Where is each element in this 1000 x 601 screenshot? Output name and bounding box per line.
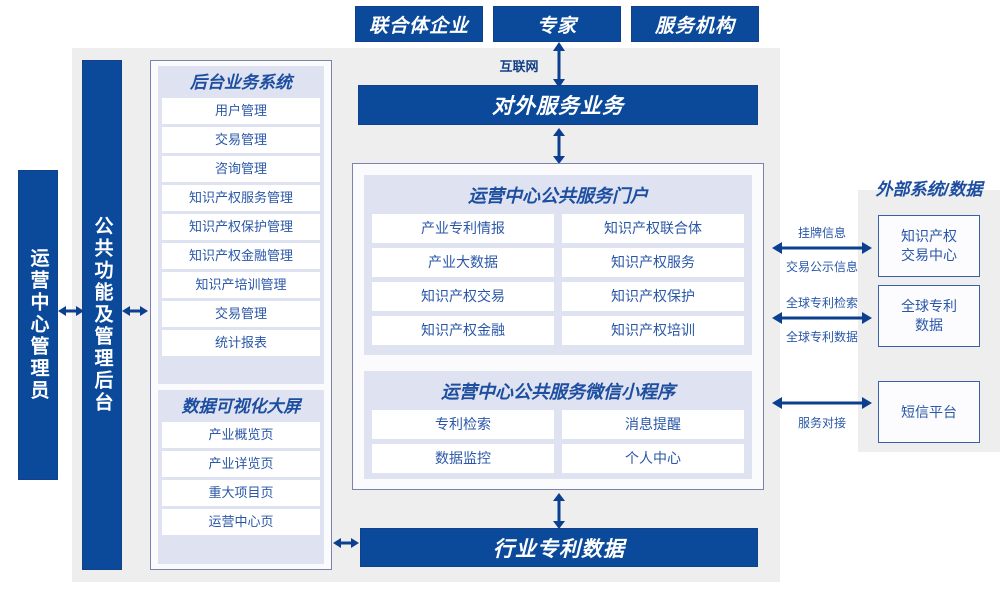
backend-system-title: 后台业务系统: [190, 73, 292, 92]
common-admin-column[interactable]: 公共功能及管理后台: [82, 60, 122, 570]
actor-chip-service-org[interactable]: 服务机构: [631, 6, 759, 42]
arrow-admin-to-backend: [122, 306, 148, 316]
list-item[interactable]: 统计报表: [162, 330, 320, 356]
portal-item[interactable]: 产业专利情报: [372, 214, 554, 243]
arrow-screen-to-industry-data: [333, 538, 359, 548]
connector-label-above: 挂牌信息: [797, 226, 846, 240]
miniprogram-item[interactable]: 专利检索: [372, 410, 554, 439]
portal-item[interactable]: 知识产权金融: [372, 316, 554, 345]
external-box-ip-exchange[interactable]: 知识产权 交易中心: [878, 215, 980, 277]
external-box-global-patent[interactable]: 全球专利 数据: [878, 285, 980, 347]
list-item[interactable]: 用户管理: [162, 98, 320, 124]
portal-group: 运营中心公共服务门户 产业专利情报 知识产权联合体 产业大数据 知识产权服务 知…: [364, 175, 752, 355]
list-item[interactable]: 交易管理: [162, 127, 320, 153]
external-systems-title: 外部系统/数据: [875, 180, 983, 199]
arrow-portal-to-industry-data: [553, 493, 565, 529]
portal-item[interactable]: 知识产权服务: [562, 248, 744, 277]
backend-system-group: 后台业务系统 用户管理 交易管理 咨询管理 知识产权服务管理 知识产权保护管理 …: [158, 66, 324, 384]
list-item[interactable]: 咨询管理: [162, 156, 320, 182]
arrow-service-to-portal: [553, 128, 565, 164]
external-box-line2: 数据: [915, 317, 943, 333]
portal-title: 运营中心公共服务门户: [468, 186, 648, 206]
list-item[interactable]: 产业概览页: [162, 422, 320, 448]
actor-chip-expert[interactable]: 专家: [493, 6, 621, 42]
arrow-operator-to-admin: [58, 306, 84, 316]
miniprogram-item[interactable]: 数据监控: [372, 444, 554, 473]
list-item[interactable]: 知识产权金融管理: [162, 243, 320, 269]
portal-item[interactable]: 产业大数据: [372, 248, 554, 277]
list-item[interactable]: 交易管理: [162, 301, 320, 327]
internet-label: 互联网: [499, 59, 539, 74]
list-item[interactable]: 重大项目页: [162, 480, 320, 506]
connector-label-below: 全球专利数据: [785, 330, 858, 344]
connector-label-below: 交易公示信息: [785, 260, 858, 274]
external-box-line2: 交易中心: [901, 247, 957, 263]
arrow-external-ip-exchange: [772, 242, 872, 254]
arrow-internet: [553, 42, 565, 88]
actor-chip-consortium[interactable]: 联合体企业: [355, 6, 483, 42]
list-item[interactable]: 知识产培训管理: [162, 272, 320, 298]
miniprogram-group: 运营中心公共服务微信小程序 专利检索 消息提醒 数据监控 个人中心: [364, 371, 752, 479]
portal-item[interactable]: 知识产权交易: [372, 282, 554, 311]
arrow-external-sms: [772, 397, 872, 409]
portal-item[interactable]: 知识产权保护: [562, 282, 744, 311]
data-screen-title: 数据可视化大屏: [181, 397, 301, 416]
external-box-line1: 短信平台: [901, 403, 957, 420]
industry-data-bar[interactable]: 行业专利数据: [360, 528, 758, 567]
miniprogram-item[interactable]: 个人中心: [562, 444, 744, 473]
list-item[interactable]: 运营中心页: [162, 509, 320, 535]
miniprogram-title: 运营中心公共服务微信小程序: [441, 382, 675, 402]
operator-column[interactable]: 运营中心管理员: [18, 170, 58, 480]
list-item[interactable]: 知识产权保护管理: [162, 214, 320, 240]
connector-label-above: 全球专利检索: [785, 296, 858, 310]
connector-label-below: 服务对接: [797, 416, 846, 430]
list-item[interactable]: 产业详览页: [162, 451, 320, 477]
arrow-external-global-patent: [772, 312, 872, 324]
miniprogram-item[interactable]: 消息提醒: [562, 410, 744, 439]
external-box-line1: 全球专利: [901, 298, 957, 314]
external-box-sms-platform[interactable]: 短信平台: [878, 381, 980, 443]
list-item[interactable]: 知识产权服务管理: [162, 185, 320, 211]
portal-item[interactable]: 知识产权培训: [562, 316, 744, 345]
external-box-line1: 知识产权: [901, 228, 957, 244]
portal-item[interactable]: 知识产权联合体: [562, 214, 744, 243]
data-screen-group: 数据可视化大屏 产业概览页 产业详览页 重大项目页 运营中心页: [158, 390, 324, 564]
external-service-bar[interactable]: 对外服务业务: [358, 85, 758, 125]
